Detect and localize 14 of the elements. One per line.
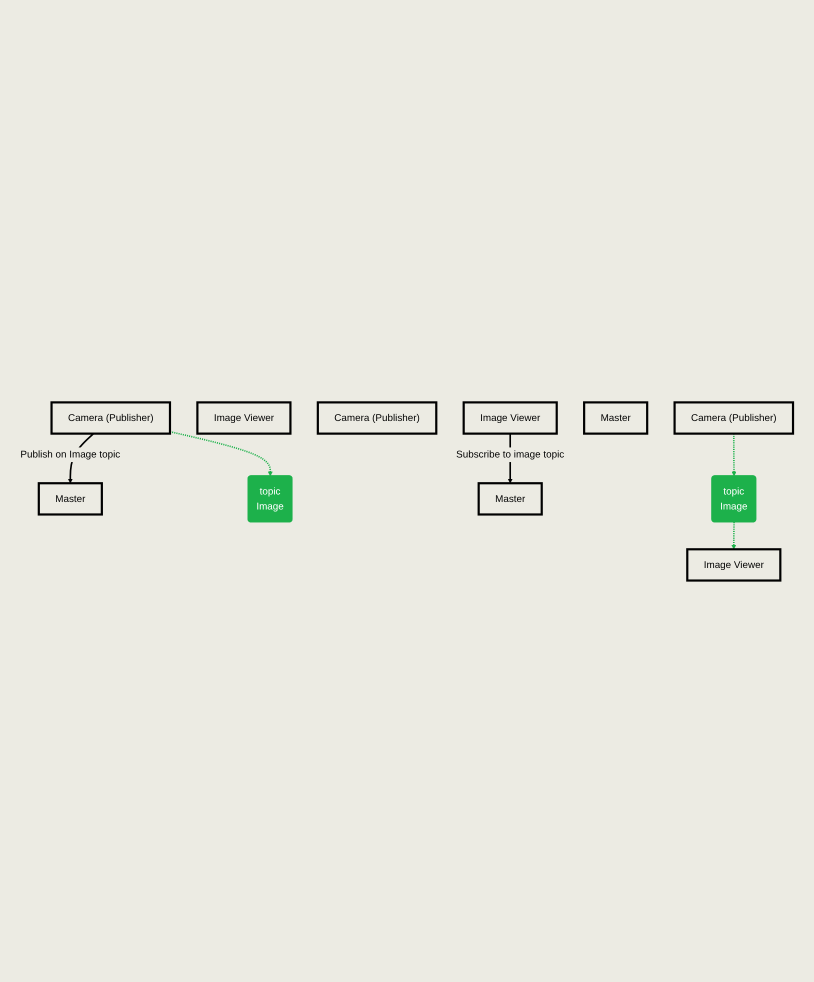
arrow xyxy=(170,430,273,476)
node-box: Camera (Publisher) xyxy=(50,400,172,434)
node-box: Master xyxy=(478,482,544,516)
node-box: Camera (Publisher) xyxy=(317,400,438,434)
node-box: Master xyxy=(38,482,104,516)
edge-label: Subscribe to image topic xyxy=(456,448,565,460)
node-box: Master xyxy=(583,400,649,434)
node-box: Image Viewer xyxy=(196,400,292,434)
edge-label: Publish on Image topic xyxy=(20,448,121,460)
arrow xyxy=(732,522,736,550)
node-box: Image Viewer xyxy=(686,548,782,582)
arrow xyxy=(732,433,737,476)
node-box: Image Viewer xyxy=(462,400,558,434)
node-box: Camera (Publisher) xyxy=(674,400,794,434)
